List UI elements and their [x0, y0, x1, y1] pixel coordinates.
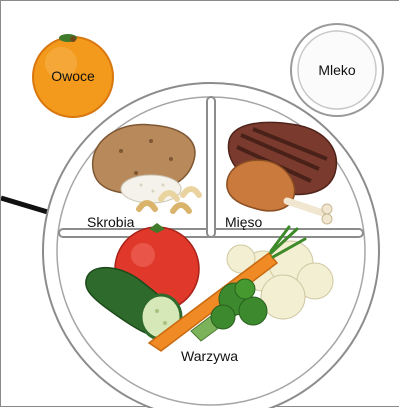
fruit-label: Owoce	[51, 68, 95, 84]
rice-icon	[121, 175, 181, 203]
starch-label: Skrobia	[87, 214, 135, 230]
milk-label: Mleko	[318, 62, 356, 78]
vegetables-label: Warzywa	[181, 348, 238, 364]
meat-label: Mięso	[225, 214, 263, 230]
